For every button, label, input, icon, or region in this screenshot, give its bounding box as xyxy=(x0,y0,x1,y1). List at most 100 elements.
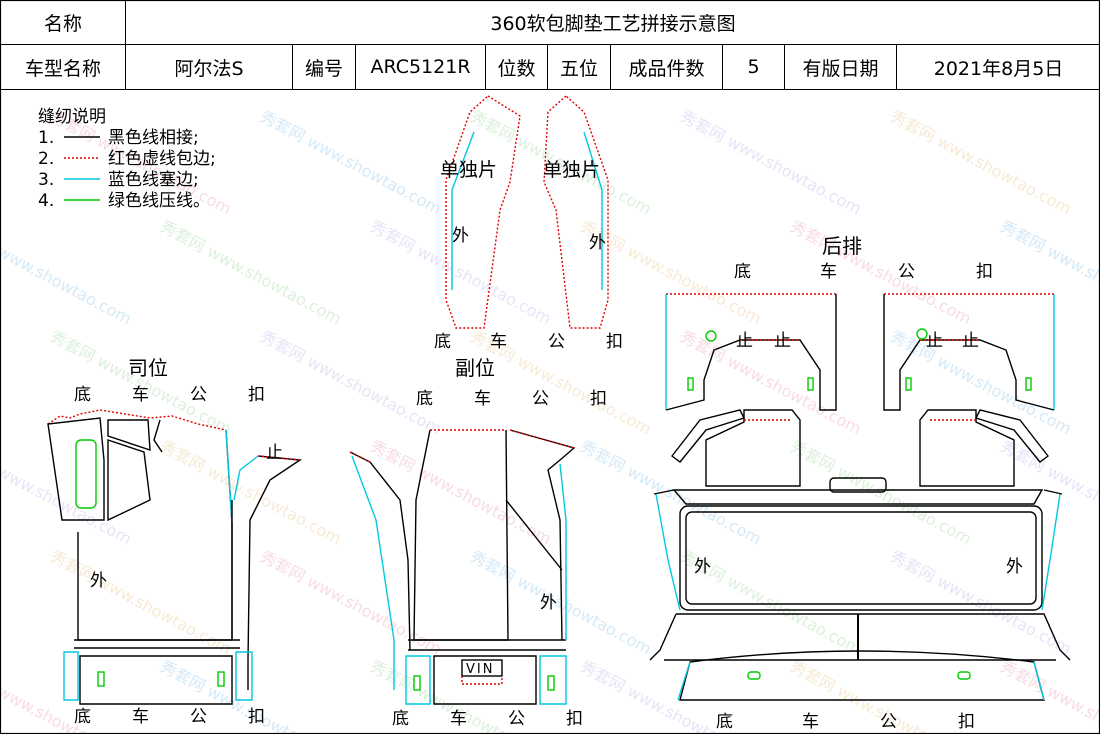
passenger-seam-lines xyxy=(408,639,566,651)
rear-bottom-panel xyxy=(679,650,1045,701)
rear-bottom-label-3: 公 xyxy=(880,712,897,732)
passenger-top-label-4: 扣 xyxy=(590,389,607,409)
rear-main-inner xyxy=(685,511,1037,605)
rear-top-strip xyxy=(672,489,1044,505)
single-piece-left-outer: 外 xyxy=(452,226,469,246)
rear-outer-right: 外 xyxy=(1006,557,1023,577)
driver-right-strip xyxy=(247,455,303,690)
single-piece-right-outer: 外 xyxy=(589,233,606,253)
passenger-bottom-label-2: 车 xyxy=(450,709,467,729)
driver-right-red-edge xyxy=(257,455,301,461)
passenger-bottom-label-4: 扣 xyxy=(566,709,583,729)
rear-left-middle-panel xyxy=(705,409,801,487)
pieces-label-cell: 成品件数 xyxy=(610,44,723,90)
driver-bottom-left-block xyxy=(63,651,79,701)
rear-right-middle-panel xyxy=(919,409,1015,487)
watermark-text: 秀套网 www.showtao.com xyxy=(0,437,135,549)
driver-inner-flaps xyxy=(107,419,151,522)
top-bottom-label-3: 公 xyxy=(548,332,565,352)
rear-left-green-mark-1 xyxy=(687,377,694,391)
passenger-bottom-green-right xyxy=(547,675,555,691)
driver-bottom-label-4: 扣 xyxy=(248,707,265,727)
driver-top-label-4: 扣 xyxy=(248,385,265,405)
top-bottom-label-2: 车 xyxy=(490,332,507,352)
single-piece-right-outline xyxy=(543,95,609,329)
driver-title: 司位 xyxy=(128,356,168,380)
driver-bottom-label-3: 公 xyxy=(190,707,207,727)
driver-left-flap xyxy=(47,417,105,521)
top-bottom-label-1: 底 xyxy=(434,332,451,352)
vin-label: VIN xyxy=(466,662,494,677)
rear-bottom-green-right xyxy=(957,671,971,680)
watermark-text: 秀套网 www.showtao.com xyxy=(887,547,1074,659)
passenger-diagonal xyxy=(505,499,563,571)
passenger-bottom-label-3: 公 xyxy=(508,709,525,729)
driver-top-label-1: 底 xyxy=(74,385,91,405)
driver-bottom-label-2: 车 xyxy=(132,707,149,727)
rear-left-green-mark-2 xyxy=(807,377,814,391)
legend-item-2-text: 红色虚线包边; xyxy=(108,149,216,169)
rear-lower-right xyxy=(676,613,1071,661)
watermark-text: 秀套网 www.showtao.com xyxy=(157,217,344,329)
driver-bottom-label-1: 底 xyxy=(74,707,91,727)
passenger-outer-label: 外 xyxy=(540,593,557,613)
date-label-cell: 有版日期 xyxy=(784,44,897,90)
watermark-text: 秀套网 www.showtao.com xyxy=(367,437,554,549)
name-label-cell: 名称 xyxy=(0,0,126,45)
passenger-main-panel xyxy=(413,429,509,641)
rear-top-label-1: 底 xyxy=(734,262,751,282)
rear-bottom-cyan-edges xyxy=(677,661,1045,701)
rear-right-green-circle xyxy=(916,328,928,340)
driver-left-green-mark xyxy=(75,439,97,509)
legend: 缝纫说明 1. 黑色线相接; 2. 红色虚线包边; 3. 蓝色线塞边; 4. 绿… xyxy=(38,107,216,211)
driver-bottom-panel xyxy=(79,655,233,705)
single-piece-left-edge xyxy=(451,131,475,290)
single-piece-right-label: 单独片 xyxy=(543,159,600,181)
legend-title: 缝纫说明 xyxy=(38,107,106,127)
driver-seam-lines xyxy=(74,639,240,649)
rear-left-curved-strip xyxy=(671,409,745,463)
passenger-title: 副位 xyxy=(455,356,495,380)
rear-left-stop-2: 止 xyxy=(774,331,791,351)
rear-center-tab xyxy=(829,477,887,493)
rear-main-corners xyxy=(653,489,1063,495)
driver-bottom-green-left xyxy=(97,671,105,687)
rear-left-green-circle xyxy=(705,330,717,342)
header-table: 名称 360软包脚垫工艺拼接示意图 车型名称 阿尔法S 编号 ARC5121R … xyxy=(0,0,1100,90)
driver-top-label-3: 公 xyxy=(190,385,207,405)
passenger-left-cyan-edge xyxy=(351,455,395,690)
watermark-text: 秀套网 www.showtao.com xyxy=(787,217,974,329)
passenger-right-red-edge xyxy=(509,429,575,449)
rear-outer-left: 外 xyxy=(694,557,711,577)
driver-right-cyan-edge xyxy=(233,455,259,501)
watermark-text: 秀套网 www.showtao.com xyxy=(997,657,1100,734)
rear-bottom-label-4: 扣 xyxy=(958,712,975,732)
passenger-top-label-3: 公 xyxy=(532,389,549,409)
top-bottom-label-4: 扣 xyxy=(606,332,623,352)
watermark-text: 秀套网 www.showtao.com xyxy=(887,107,1074,219)
single-piece-right-edge xyxy=(583,131,603,290)
rear-right-stop-2: 止 xyxy=(962,331,979,351)
passenger-right-cyan-edge xyxy=(559,463,567,640)
rear-left-stop-1: 止 xyxy=(736,331,753,351)
vin-red-edge xyxy=(461,676,503,685)
date-value-cell: 2021年8月5日 xyxy=(895,44,1100,90)
rear-lower-left xyxy=(649,613,677,661)
passenger-bottom-panel xyxy=(433,655,537,705)
passenger-top-label-2: 车 xyxy=(474,389,491,409)
watermark-text: 秀套网 www.showtao.com xyxy=(257,547,444,659)
watermark-text: 秀套网 www.showtao.com xyxy=(997,217,1100,329)
rear-pieces xyxy=(649,293,1071,701)
legend-item-2-num: 2. xyxy=(38,149,54,169)
rear-right-green-mark-1 xyxy=(905,377,912,391)
rear-title: 后排 xyxy=(822,234,862,258)
legend-item-3-text: 蓝色线塞边; xyxy=(108,170,199,190)
passenger-bottom-green-left xyxy=(413,675,421,691)
legend-item-1-text: 黑色线相接; xyxy=(108,128,199,148)
driver-outer-label: 外 xyxy=(90,571,107,591)
watermark-text: 秀套网 www.showtao.com xyxy=(997,437,1100,549)
watermark-text: 秀套网 www.showtao.com xyxy=(0,657,135,734)
watermark-text: 秀套网 www.showtao.com xyxy=(577,657,764,734)
vin-window xyxy=(461,659,503,677)
